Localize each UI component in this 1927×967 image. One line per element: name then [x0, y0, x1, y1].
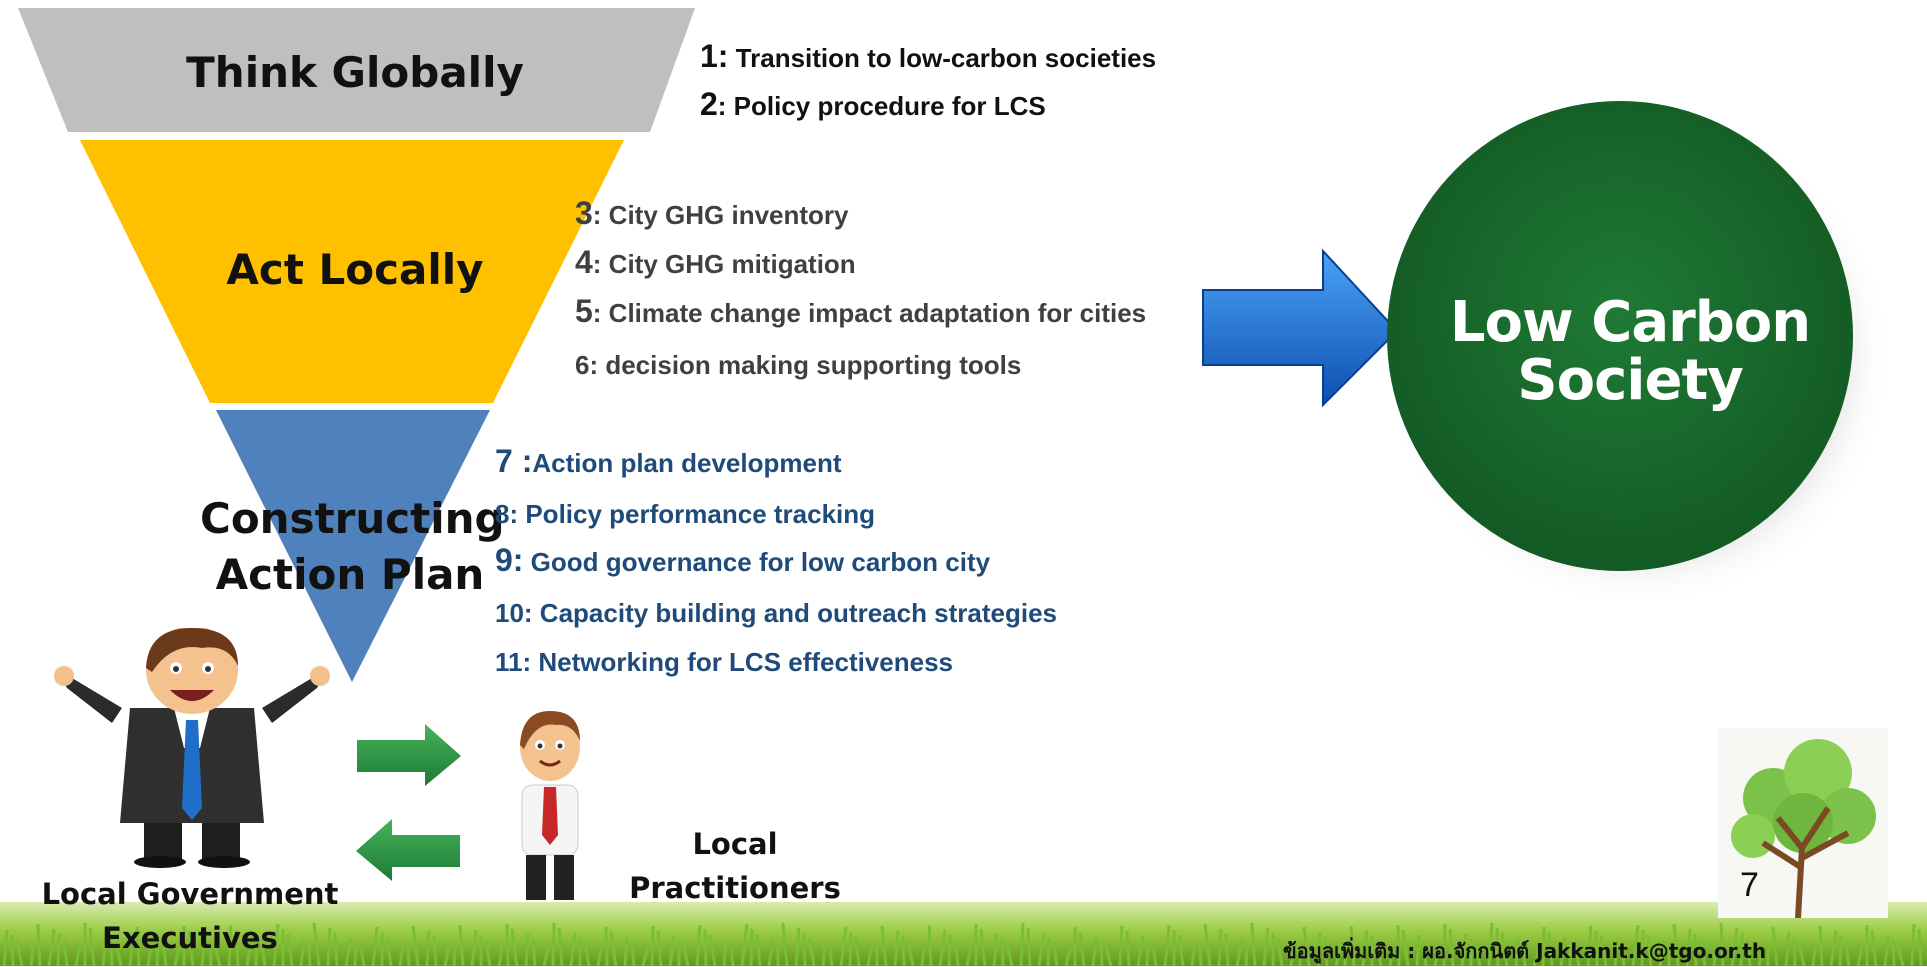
step-item: 6: decision making supporting tools: [575, 345, 1021, 382]
grass-decoration: [0, 902, 1927, 966]
step-number: 9:: [495, 542, 524, 578]
funnel-label-act-locally: Act Locally: [226, 245, 484, 294]
step-text: Good governance for low carbon city: [523, 547, 991, 577]
step-text: Action plan development: [532, 448, 842, 478]
caption-line: Local: [692, 827, 778, 861]
person-executive-icon: [54, 628, 330, 868]
funnel-diagram: [18, 8, 695, 682]
step-number: 5: [575, 293, 593, 329]
goal-label-line: Low Carbon: [1449, 290, 1811, 355]
step-item: 1: Transition to low-carbon societies: [700, 38, 1156, 75]
goal-label: Low Carbon Society: [1440, 294, 1820, 410]
funnel-label-action-plan: Constructing Action Plan: [200, 491, 505, 603]
funnel-label-line: Constructing: [200, 494, 505, 543]
step-text: : City GHG mitigation: [592, 249, 856, 279]
funnel-layer-action-plan: [216, 410, 490, 682]
person-practitioner-icon: [520, 711, 580, 900]
step-item: 9: Good governance for low carbon city: [495, 542, 990, 579]
practitioners-caption: Local Practitioners: [620, 822, 850, 910]
page-number: 7: [1740, 866, 1759, 904]
funnel-layer-act-locally: [80, 140, 624, 403]
funnel-label-think-globally: Think Globally: [186, 48, 524, 97]
step-number: 4: [575, 244, 593, 280]
step-number: 3: [575, 195, 593, 231]
step-text: : Policy procedure for LCS: [717, 91, 1046, 121]
step-item: 8: Policy performance tracking: [495, 494, 875, 531]
step-item: 7 :Action plan development: [495, 443, 842, 480]
caption-line: Local Government: [41, 877, 339, 911]
arrow-right-icon: [1202, 248, 1399, 408]
step-text: 6: decision making supporting tools: [575, 350, 1022, 380]
step-item: 4: City GHG mitigation: [575, 244, 856, 281]
funnel-layer-think-globally: [18, 8, 695, 132]
step-text: 11: Networking for LCS effectiveness: [495, 647, 954, 677]
tree-icon: [1718, 728, 1888, 918]
goal-label-line: Society: [1517, 348, 1743, 413]
funnel-label-line: Action Plan: [215, 550, 485, 599]
caption-line: Executives: [102, 921, 278, 955]
step-item: 10: Capacity building and outreach strat…: [495, 593, 1057, 630]
step-item: 5: Climate change impact adaptation for …: [575, 293, 1146, 330]
step-text: : City GHG inventory: [592, 200, 849, 230]
step-number: 1:: [700, 38, 729, 74]
footer-contact: ข้อมูลเพิ่มเติม : ผอ.จักกนิตต์ Jakkanit.…: [1283, 939, 1767, 963]
step-item: 2: Policy procedure for LCS: [700, 86, 1046, 123]
goal-circle: [1383, 101, 1892, 608]
step-number: 2: [700, 86, 718, 122]
step-number: 7 :: [495, 443, 533, 479]
step-text: : Climate change impact adaptation for c…: [592, 298, 1147, 328]
step-text: 10: Capacity building and outreach strat…: [495, 598, 1058, 628]
step-text: 8: Policy performance tracking: [495, 499, 876, 529]
arrow-right-icon: [357, 724, 461, 786]
executives-caption: Local Government Executives: [20, 872, 360, 960]
step-text: Transition to low-carbon societies: [728, 43, 1157, 73]
step-item: 11: Networking for LCS effectiveness: [495, 642, 953, 679]
step-item: 3: City GHG inventory: [575, 195, 849, 232]
arrow-left-icon: [356, 819, 460, 881]
caption-line: Practitioners: [629, 871, 841, 905]
